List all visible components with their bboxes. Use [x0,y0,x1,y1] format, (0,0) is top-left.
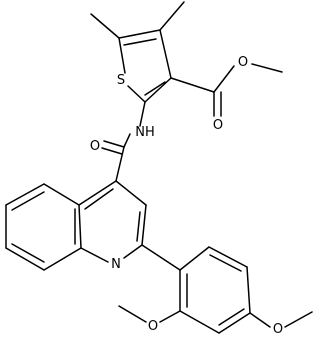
atom-label-ester-oxygen: O [238,55,248,70]
bonds [5,1,313,334]
atom-label-nh: NH [135,125,155,140]
bond [284,311,313,328]
bond [218,312,251,334]
bond [141,204,147,246]
bond [118,305,147,323]
bond [213,65,235,93]
atom-label-amide-oxygen: O [90,139,100,154]
bond [118,29,161,39]
atom-label-quinoline-nitrogen: N [111,257,121,272]
atom-labels: S NH N O O O O O [90,55,283,337]
atom-label-sulfur: S [117,73,125,88]
bond [251,63,283,73]
bond [208,246,248,268]
bond [123,244,143,259]
bond [115,146,125,182]
bond [159,1,185,31]
bond [78,204,82,249]
bond [11,191,45,211]
bond [84,188,114,210]
bond [5,183,45,206]
bond [5,247,45,271]
bond [249,312,271,328]
bond [159,29,172,79]
bond [179,310,220,334]
bond [209,254,242,272]
bond [80,247,109,263]
bond [136,211,141,242]
bond [144,77,172,103]
bond [43,183,80,206]
atom-label-para-methoxy-oxygen: O [273,322,283,337]
bond [179,246,210,271]
bond [101,147,123,155]
bond [118,37,126,74]
bond [90,13,120,39]
bond [246,266,251,314]
bond [139,101,146,127]
bond [123,133,131,148]
bond [170,77,215,93]
atom-label-ortho-methoxy-oxygen: O [148,319,158,334]
atom-label-ester-carbonyl-oxygen: O [213,118,223,133]
bond [218,308,245,326]
bond [11,243,45,263]
bond [159,310,181,323]
bond [141,244,181,271]
bond [43,247,82,271]
bond [103,140,125,148]
bond [144,81,166,96]
bond [123,38,157,46]
bond [127,85,146,103]
bond [78,180,117,206]
bond [115,180,147,206]
